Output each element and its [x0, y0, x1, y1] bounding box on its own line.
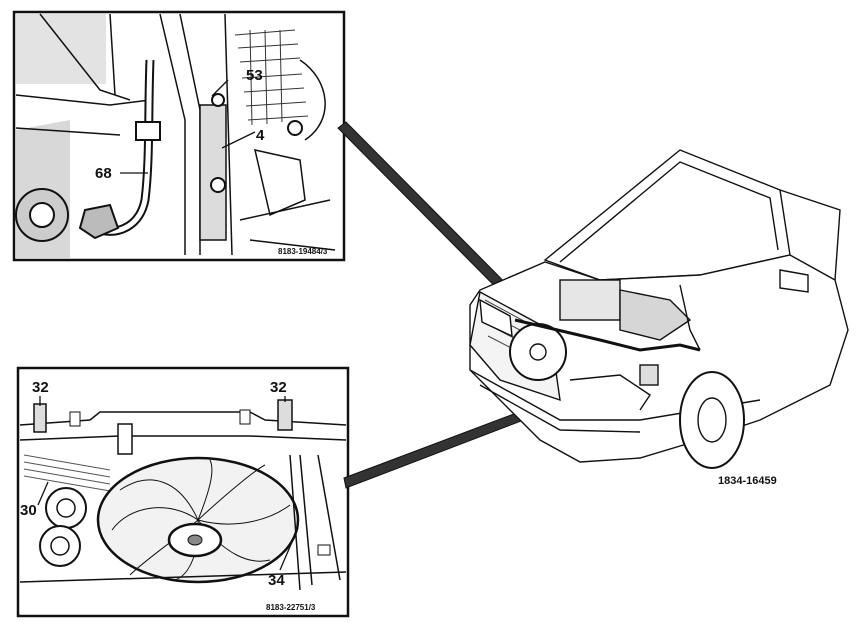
- label-32-right: 32: [270, 379, 287, 396]
- label-4: 4: [256, 127, 265, 144]
- car-hood: [543, 149, 791, 281]
- bottom-inset-ref-code: 8183-22751/3: [266, 603, 316, 612]
- top-inset-grille: [234, 29, 309, 126]
- crossmember: [19, 411, 347, 455]
- top-inset-leaders: [120, 79, 256, 174]
- figure-code: 1834-16459: [718, 475, 777, 487]
- top-inset: 53 4 68 8183-19484/3: [12, 10, 346, 262]
- label-34: 34: [268, 572, 285, 589]
- bottom-inset-leaders: [37, 396, 299, 571]
- bottom-inset: 32 32 30 34 8183-22751/3: [16, 366, 350, 618]
- bottom-inset-grille: [23, 454, 111, 492]
- label-32-left: 32: [32, 379, 49, 396]
- label-53: 53: [246, 67, 263, 84]
- label-68: 68: [95, 165, 112, 182]
- label-30: 30: [20, 502, 37, 519]
- top-inset-ref-code: 8183-19484/3: [278, 247, 328, 256]
- top-inset-structure: [15, 13, 336, 256]
- car-overview: [469, 149, 849, 469]
